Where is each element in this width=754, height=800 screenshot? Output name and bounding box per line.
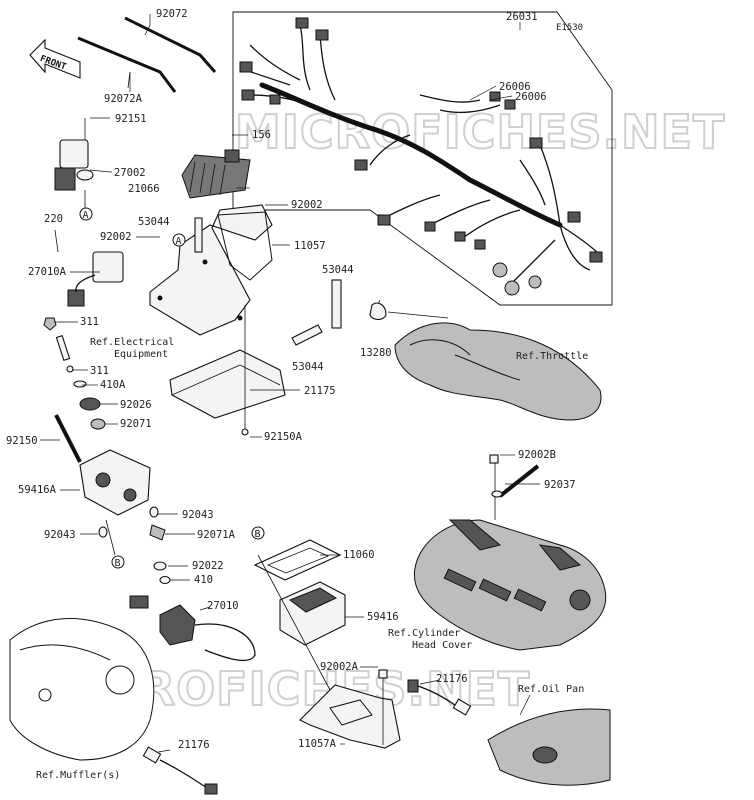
label-59416: 59416 [367,611,399,623]
svg-text:B: B [115,558,121,569]
cable-ties [77,16,217,93]
regulator-21066 [181,149,251,199]
muffler [9,618,155,761]
label-92043-b: 92043 [44,529,76,541]
oil-pan [407,679,611,786]
label-92043-a: 92043 [182,509,214,521]
holder-59416 [279,581,346,646]
label-27010: 27010 [207,600,239,612]
label-92002B: 92002B [518,449,556,461]
label-220: 220 [44,213,63,225]
ref-cylinder-line1: Ref.Cylinder [388,628,460,639]
label-92022: 92022 [192,560,224,572]
watermark-top: MICROFICHES.NET [235,105,725,159]
label-92002-b: 92002 [100,231,132,243]
label-92002A: 92002A [320,661,359,673]
label-410: 410 [194,574,213,586]
label-59416A: 59416A [18,484,57,496]
ref-electrical-line1: Ref.Electrical [90,337,174,348]
relay-27002 [54,118,111,208]
label-26031: 26031 [506,11,538,23]
label-53044-b: 53044 [322,264,354,276]
label-92072: 92072 [156,8,188,20]
label-13280: 13280 [360,347,392,359]
label-53044-c: 53044 [292,361,324,373]
label-92002-a: 92002 [291,199,323,211]
small-parts-left [43,317,106,463]
ref-oil-pan: Ref.Oil Pan [518,684,584,695]
label-92150: 92150 [6,435,38,447]
label-21176-a: 21176 [436,673,468,685]
callout-A-2: A [172,233,186,247]
label-53044-a: 53044 [138,216,170,228]
bracket-59416A [79,449,171,585]
label-27010A: 27010A [28,266,67,278]
label-27002: 27002 [114,167,146,179]
sensor-21176-bottom [142,746,218,795]
label-92026: 92026 [120,399,152,411]
part-labels: 92072 92072A 26031 E1530 26006 26006 921… [6,8,583,751]
label-92037: 92037 [544,479,576,491]
ref-throttle: Ref.Throttle [516,351,588,362]
callout-A-1: A [79,207,93,221]
label-92071A: 92071A [197,529,236,541]
svg-text:B: B [255,529,261,540]
throttle-body [369,299,602,421]
ref-electrical-line2: Equipment [114,349,168,360]
label-311-b: 311 [90,365,109,377]
front-direction-arrow: FRONT [29,38,81,79]
dampers-53044 [194,217,342,346]
leader-lines [40,14,540,753]
label-311-a: 311 [80,316,99,328]
callout-B-2: B [251,526,265,540]
label-E1530: E1530 [556,23,583,33]
bracket-11057A [257,554,401,749]
callout-B-1: B [111,555,125,569]
relay-27010 [129,595,256,662]
label-92072A: 92072A [104,93,143,105]
label-26006-a: 26006 [499,81,531,93]
label-11057: 11057 [294,240,326,252]
label-92150A: 92150A [264,431,303,443]
label-410A: 410A [100,379,126,391]
svg-text:A: A [176,236,182,247]
wire-harness-group [232,11,613,306]
reference-labels: Ref.Electrical Equipment Ref.Throttle Re… [36,337,588,781]
relay-27010A [54,229,124,307]
label-92071: 92071 [120,418,152,430]
ref-muffler: Ref.Muffler(s) [36,770,120,781]
label-26006-b: 26006 [515,91,547,103]
ecu-21175 [169,305,286,436]
label-21066: 21066 [128,183,160,195]
label-21175: 21175 [304,385,336,397]
label-92151: 92151 [115,113,147,125]
svg-text:A: A [83,210,89,221]
label-11057A: 11057A [298,738,337,750]
cylinder-head-cover [413,454,607,651]
ref-cylinder-line2: Head Cover [412,640,472,651]
label-21176-b: 21176 [178,739,210,751]
label-156: 156 [252,129,271,141]
label-11060: 11060 [343,549,375,561]
